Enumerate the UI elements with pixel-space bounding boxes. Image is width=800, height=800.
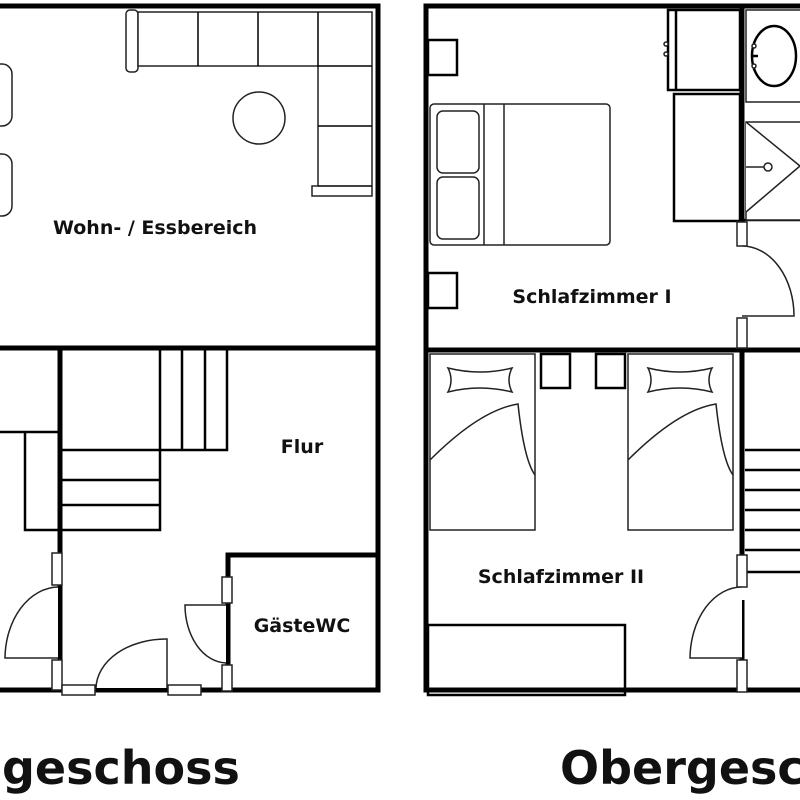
wc-walls — [225, 552, 378, 690]
door-left — [4, 552, 63, 691]
single-bed — [429, 353, 536, 531]
room-label-bedroom-1: Schlafzimmer I — [512, 286, 671, 308]
nightstand — [539, 352, 572, 390]
sofa — [125, 9, 373, 197]
bedroom2-door — [689, 554, 748, 693]
staircase — [745, 448, 800, 574]
room-label-bedroom-2: Schlafzimmer II — [478, 566, 644, 588]
washbasin — [745, 9, 800, 103]
nightstand — [426, 38, 459, 77]
ground-floor-plan: Wohn- / Essbereich Flur GästeWC — [0, 3, 381, 696]
single-bed — [627, 353, 734, 531]
staircase — [0, 350, 229, 532]
chair — [0, 153, 13, 217]
ground-floor-title: geschoss — [2, 741, 240, 795]
nightstand — [594, 352, 627, 390]
double-bed — [429, 103, 611, 246]
round-table — [232, 91, 286, 145]
desk — [426, 623, 627, 697]
wc-door — [184, 576, 233, 692]
upper-floor-plan: Schlafzimmer I Schlafzimmer II — [423, 3, 800, 697]
room-label-living: Wohn- / Essbereich — [53, 217, 257, 239]
nightstand — [426, 271, 459, 310]
bathroom-door — [736, 221, 795, 349]
room-label-guest-wc: GästeWC — [254, 615, 351, 637]
chair — [0, 63, 13, 127]
wardrobe — [663, 8, 742, 223]
room-label-hall: Flur — [281, 436, 324, 458]
upper-floor-title: Obergesc — [560, 741, 800, 795]
shower — [745, 121, 800, 221]
entrance-door — [61, 638, 202, 696]
